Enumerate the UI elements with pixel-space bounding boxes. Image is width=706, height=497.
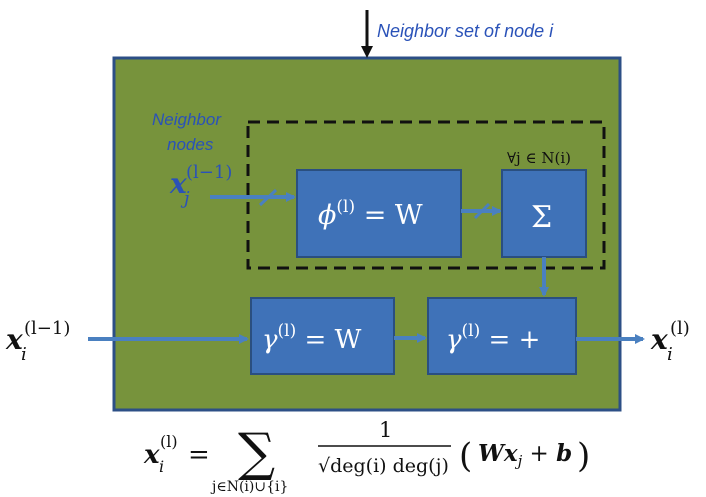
neighbor-label-line2: nodes: [167, 135, 214, 154]
svg-text:√deg(i) deg(j): √deg(i) deg(j): [318, 455, 449, 477]
slash-mark-2: [473, 202, 491, 220]
svg-text:(: (: [459, 436, 472, 476]
svg-text:1: 1: [379, 418, 392, 442]
svg-text:γ(l) = +: γ(l) = +: [446, 321, 540, 355]
gamma-w-box: [250, 297, 395, 375]
svg-text:=: =: [188, 440, 210, 470]
sum-symbol: Σ: [531, 200, 552, 235]
svg-text:): ): [577, 436, 590, 476]
svg-text:j: j: [180, 188, 190, 209]
input-self-symbol: x i (l−1): [5, 318, 70, 365]
forall-label: ∀j ∈ N(i): [507, 149, 571, 167]
svg-text:∑: ∑: [238, 423, 275, 483]
slash-mark-1: [258, 188, 278, 207]
svg-text:x: x: [143, 440, 160, 470]
input-neighbor-symbol: x j (l−1): [169, 162, 232, 209]
svg-text:i: i: [21, 344, 27, 365]
neighbor-label-line1: Neighbor: [152, 110, 222, 129]
svg-text:(l−1): (l−1): [24, 318, 70, 339]
svg-text:γ(l) = W: γ(l) = W: [262, 321, 362, 355]
update-formula: x i (l) = ∑ j∈N(i)∪{i} 1 √deg(i) deg(j) …: [143, 418, 590, 495]
svg-text:(l): (l): [160, 432, 178, 451]
svg-text:(l−1): (l−1): [186, 162, 232, 183]
sum-box: [501, 169, 587, 258]
svg-text:i: i: [159, 457, 164, 476]
svg-text:i: i: [667, 344, 673, 365]
output-symbol: x i (l): [650, 318, 690, 365]
svg-text:(l): (l): [670, 318, 690, 339]
svg-text:j∈N(i)∪{i}: j∈N(i)∪{i}: [210, 479, 288, 495]
svg-text:x: x: [650, 323, 668, 356]
phi-box: [296, 169, 462, 258]
svg-text:x: x: [5, 323, 23, 356]
svg-text:ϕ(l) = W: ϕ(l) = W: [318, 197, 423, 231]
svg-text:Wxj + b: Wxj + b: [478, 440, 572, 470]
gamma-plus-box: [427, 297, 577, 375]
top-label: Neighbor set of node i: [377, 21, 554, 41]
svg-text:x: x: [169, 167, 187, 200]
